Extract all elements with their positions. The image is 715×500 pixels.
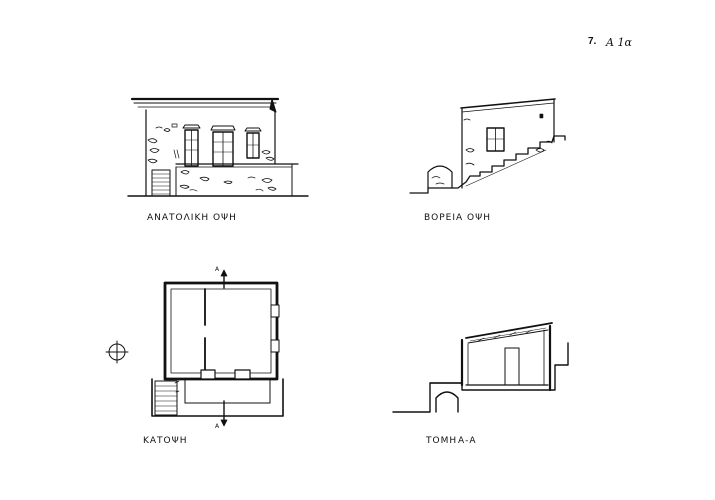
section-label: ΤΟΜΗ	[426, 436, 458, 446]
east-elevation-drawing	[128, 99, 308, 196]
sheet-code: A 1α	[606, 36, 632, 49]
east-elevation-label: ΑΝΑΤΟΛΙΚΗ ΟΨΗ	[147, 213, 237, 223]
north-elevation-drawing	[410, 99, 565, 193]
plan-section-mark-top: Α	[215, 266, 221, 273]
sheet-number: 7.	[588, 36, 597, 47]
plan-label: ΚΑΤΟΨΗ	[143, 436, 188, 446]
plan-drawing	[106, 270, 283, 426]
section-id: Α-Α	[458, 436, 477, 446]
plan-section-mark-bottom: Α	[215, 423, 221, 430]
section-drawing	[393, 323, 568, 412]
north-elevation-label: ΒΟΡΕΙΑ ΟΨΗ	[424, 213, 491, 223]
